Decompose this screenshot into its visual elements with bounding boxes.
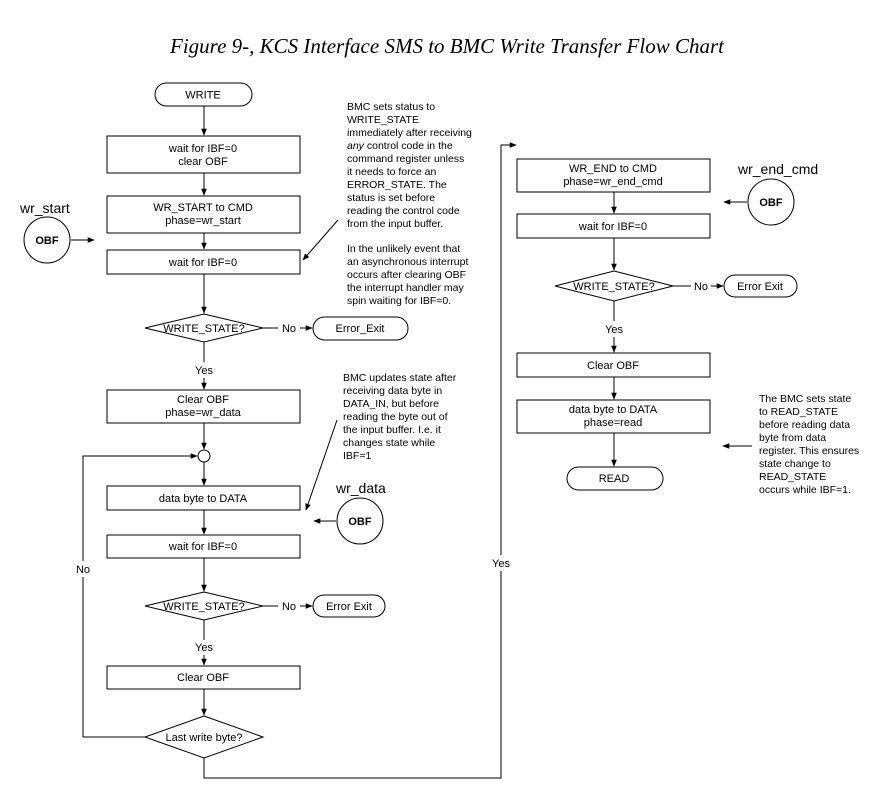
note1-line-any: any control code in the xyxy=(347,140,453,152)
note1-any: any xyxy=(347,140,365,152)
no-label-3: No xyxy=(694,281,708,293)
write-state-decision-1-label: WRITE_STATE? xyxy=(163,323,245,335)
wait-ibf-text-1: wait for IBF=0 xyxy=(168,257,237,269)
error-exit-terminal-2 xyxy=(312,594,386,618)
wait-ibf-text-3: wait for IBF=0 xyxy=(578,221,647,233)
note1-line: status is set before xyxy=(347,192,435,204)
note3-line: IBF=1 xyxy=(343,450,371,462)
data-byte-read-box xyxy=(516,399,711,434)
note1-line: command register unless xyxy=(347,153,464,165)
data-byte-text: data byte to DATA xyxy=(159,493,248,505)
data-byte-box xyxy=(106,485,301,511)
wr-start-obf-circle xyxy=(23,216,71,264)
no-loop-label: No xyxy=(76,564,90,576)
note4-line: byte from data xyxy=(759,432,826,444)
note1-line: reading the control code xyxy=(347,205,460,217)
write-terminal-label: WRITE xyxy=(185,90,220,102)
note-read-state: The BMC sets state to READ_STATE before … xyxy=(759,393,859,496)
note1-line: ERROR_STATE. The xyxy=(347,179,447,191)
wr-end-cmd-obf-label: wr_end_cmd xyxy=(737,161,818,177)
yes-label-2: Yes xyxy=(195,642,213,654)
error-exit-label-2: Error Exit xyxy=(326,601,372,613)
last-write-byte-label: Last write byte? xyxy=(165,732,242,744)
note2-line: In the unlikely event that xyxy=(347,243,460,255)
note2-line: spin waiting for IBF=0. xyxy=(347,295,451,307)
note3-line: the input buffer. I.e. it xyxy=(343,424,441,436)
yes-exit-label: Yes xyxy=(492,558,510,570)
note2-line: the interrupt handler may xyxy=(347,282,464,294)
loop-junction xyxy=(197,449,211,463)
note2-line: an asynchronous interrupt xyxy=(347,256,468,268)
wr-data-obf-circle xyxy=(336,497,384,545)
data-byte-read-line1: data byte to DATA xyxy=(569,404,658,416)
note1-line: it needs to force an xyxy=(347,166,436,178)
wr-start-obf-label: wr_start xyxy=(19,200,70,216)
note4-line: The BMC sets state xyxy=(759,393,851,405)
note4-line: to READ_STATE xyxy=(759,406,838,418)
wait-ibf-clear-obf-box xyxy=(106,135,301,174)
wait-ibf-clear-obf-line1: wait for IBF=0 xyxy=(168,143,237,155)
wr-data-obf-label: wr_data xyxy=(335,480,386,496)
note-write-state-status: BMC sets status to WRITE_STATE immediate… xyxy=(347,101,472,307)
yes-label-3: Yes xyxy=(605,324,623,336)
note4-line: before reading data xyxy=(759,419,850,431)
wait-ibf-text-2: wait for IBF=0 xyxy=(168,541,237,553)
clear-obf-wr-data-line1: Clear OBF xyxy=(177,394,229,406)
wr-end-line1: WR_END to CMD xyxy=(569,163,657,175)
note4-line: occurs while IBF=1. xyxy=(759,484,851,496)
error-exit-terminal-3 xyxy=(723,274,798,298)
no-label-2: No xyxy=(282,601,296,613)
note4-line: READ_STATE xyxy=(759,471,826,483)
error-exit-label-3: Error Exit xyxy=(737,281,783,293)
read-terminal-label: READ xyxy=(599,473,630,485)
note4-line: register. This ensures xyxy=(759,445,859,457)
data-byte-read-line2: phase=read xyxy=(584,417,642,429)
wr-end-cmd-obf-circle xyxy=(747,178,795,226)
wr-end-cmd-obf-text: OBF xyxy=(759,197,783,209)
error-exit-label-1: Error_Exit xyxy=(336,323,385,335)
write-state-decision-2-label: WRITE_STATE? xyxy=(163,601,245,613)
note3-line: BMC updates state after xyxy=(343,372,457,384)
note3-line: receiving data byte in xyxy=(343,385,442,397)
yes-label-1: Yes xyxy=(195,365,213,377)
note-bmc-updates-state: BMC updates state after receiving data b… xyxy=(343,372,457,462)
note2-line: occurs after clearing OBF xyxy=(347,269,466,281)
clear-obf-wr-data-line2: phase=wr_data xyxy=(165,407,241,419)
clear-obf-text-2: Clear OBF xyxy=(177,672,229,684)
clear-obf-text-3: Clear OBF xyxy=(587,360,639,372)
wr-start-line2: phase=wr_start xyxy=(165,215,241,227)
wr-end-line2: phase=wr_end_cmd xyxy=(563,176,662,188)
figure-title: Figure 9-, KCS Interface SMS to BMC Writ… xyxy=(169,34,725,58)
wr-end-box xyxy=(516,158,711,193)
note1-any-rest: control code in the xyxy=(364,140,453,152)
no-label-1: No xyxy=(282,323,296,335)
write-state-decision-3-label: WRITE_STATE? xyxy=(573,281,655,293)
note3-line: reading the byte out of xyxy=(343,411,448,423)
wr-data-obf-text: OBF xyxy=(348,516,372,528)
wait-ibf-clear-obf-line2: clear OBF xyxy=(178,156,228,168)
note3-line: DATA_IN, but before xyxy=(343,398,439,410)
note4-line: state change to xyxy=(759,458,831,470)
error-exit-terminal-1 xyxy=(312,316,409,341)
clear-obf-box-3 xyxy=(516,352,711,378)
note1-line: from the input buffer. xyxy=(347,218,443,230)
note3-line: changes state while xyxy=(343,437,435,449)
note1-line: WRITE_STATE xyxy=(347,114,419,126)
wr-start-obf-text: OBF xyxy=(35,235,59,247)
wr-start-line1: WR_START to CMD xyxy=(153,202,253,214)
wait-ibf-box-3 xyxy=(516,213,711,239)
note1-line: immediately after receiving xyxy=(347,127,472,139)
read-terminal xyxy=(566,466,664,491)
note1-line: BMC sets status to xyxy=(347,101,435,113)
